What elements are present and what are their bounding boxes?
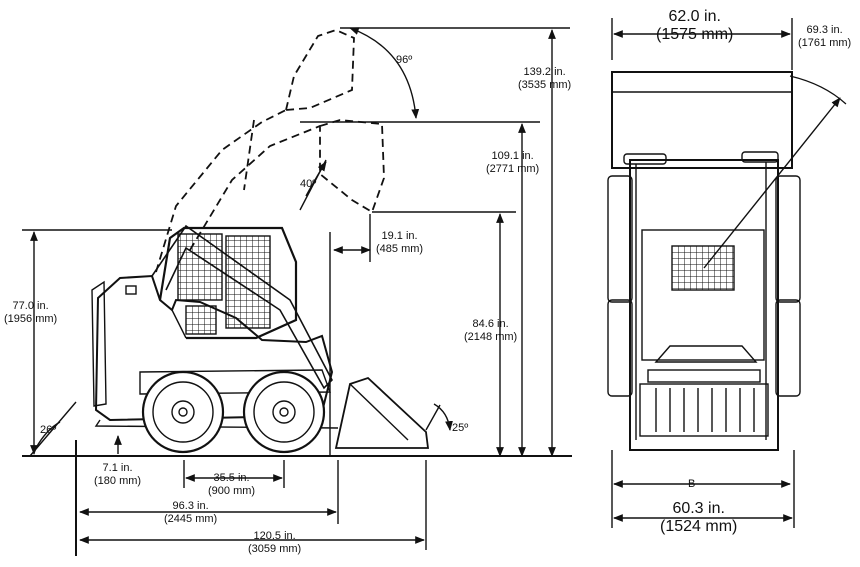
cab-height-in: 77.0 in. (12, 300, 49, 312)
top-grille (639, 383, 769, 437)
turning-radius-mm: (1761 mm) (798, 36, 852, 49)
ground-clearance-mm: (180 mm) (94, 474, 142, 487)
top-bucket (611, 71, 793, 169)
wheelbase-label: 35.5 in. (900 mm) (208, 472, 255, 497)
wheelbase-mm: (900 mm) (208, 484, 256, 497)
rear-wheel (242, 370, 326, 454)
dump-angle: 40º (300, 178, 317, 190)
overall-height-label: 139.2 in. (3535 mm) (518, 66, 571, 91)
cab-height-mm: (1956 mm) (4, 312, 58, 325)
dump-height-in: 84.6 in. (472, 318, 509, 330)
length-with-bucket-mm: (3059 mm) (248, 542, 302, 555)
turning-radius-in: 69.3 in. (806, 24, 843, 36)
overall-width-mm: (1524 mm) (660, 518, 738, 536)
overall-height-in: 139.2 in. (523, 66, 566, 78)
dump-reach-label: 19.1 in. (485 mm) (376, 230, 423, 255)
dump-reach-in: 19.1 in. (381, 230, 418, 242)
cab-height-label: 77.0 in. (1956 mm) (4, 300, 57, 325)
top-view (607, 18, 847, 528)
length-no-bucket-label: 96.3 in. (2445 mm) (164, 500, 217, 525)
left-front-tire (607, 175, 633, 303)
right-front-tire (775, 175, 801, 303)
length-no-bucket-mm: (2445 mm) (164, 512, 218, 525)
overall-width-label: 60.3 in. (1524 mm) (660, 500, 737, 537)
bucket-width-label: 62.0 in. (1575 mm) (656, 8, 733, 45)
bucket-width-mm: (1575 mm) (656, 26, 734, 44)
rollback-raised-angle: 96º (396, 54, 413, 66)
top-cab-grid (671, 245, 735, 291)
hinge-height-in: 109.1 in. (491, 150, 534, 162)
length-no-bucket-in: 96.3 in. (172, 500, 209, 512)
bucket-ground (334, 376, 430, 449)
overall-width-in: 60.3 in. (672, 500, 725, 517)
length-with-bucket-label: 120.5 in. (3059 mm) (248, 530, 301, 555)
dump-height-mm: (2148 mm) (464, 330, 518, 343)
wheelbase-in: 35.5 in. (213, 472, 250, 484)
hinge-height-mm: (2771 mm) (486, 162, 540, 175)
rollback-angle-arc (349, 27, 420, 119)
raised-bucket-outline (155, 29, 385, 273)
rollback-ground-angle: 25º (452, 422, 469, 434)
overall-height-mm: (3535 mm) (518, 78, 572, 91)
turning-radius-label: 69.3 in. (1761 mm) (798, 24, 851, 49)
dump-height-label: 84.6 in. (2148 mm) (464, 318, 517, 343)
ground-clearance-in: 7.1 in. (102, 462, 133, 474)
length-with-bucket-in: 120.5 in. (253, 530, 296, 542)
dump-reach-mm: (485 mm) (376, 242, 424, 255)
bucket-width-in: 62.0 in. (668, 8, 721, 25)
tread-label: B (688, 478, 696, 490)
hinge-height-label: 109.1 in. (2771 mm) (486, 150, 539, 175)
side-view (22, 27, 572, 556)
ground-clearance-label: 7.1 in. (180 mm) (94, 462, 141, 487)
departure-angle: 26º (40, 424, 57, 436)
loader-body (91, 224, 339, 429)
front-wheel (141, 370, 225, 454)
